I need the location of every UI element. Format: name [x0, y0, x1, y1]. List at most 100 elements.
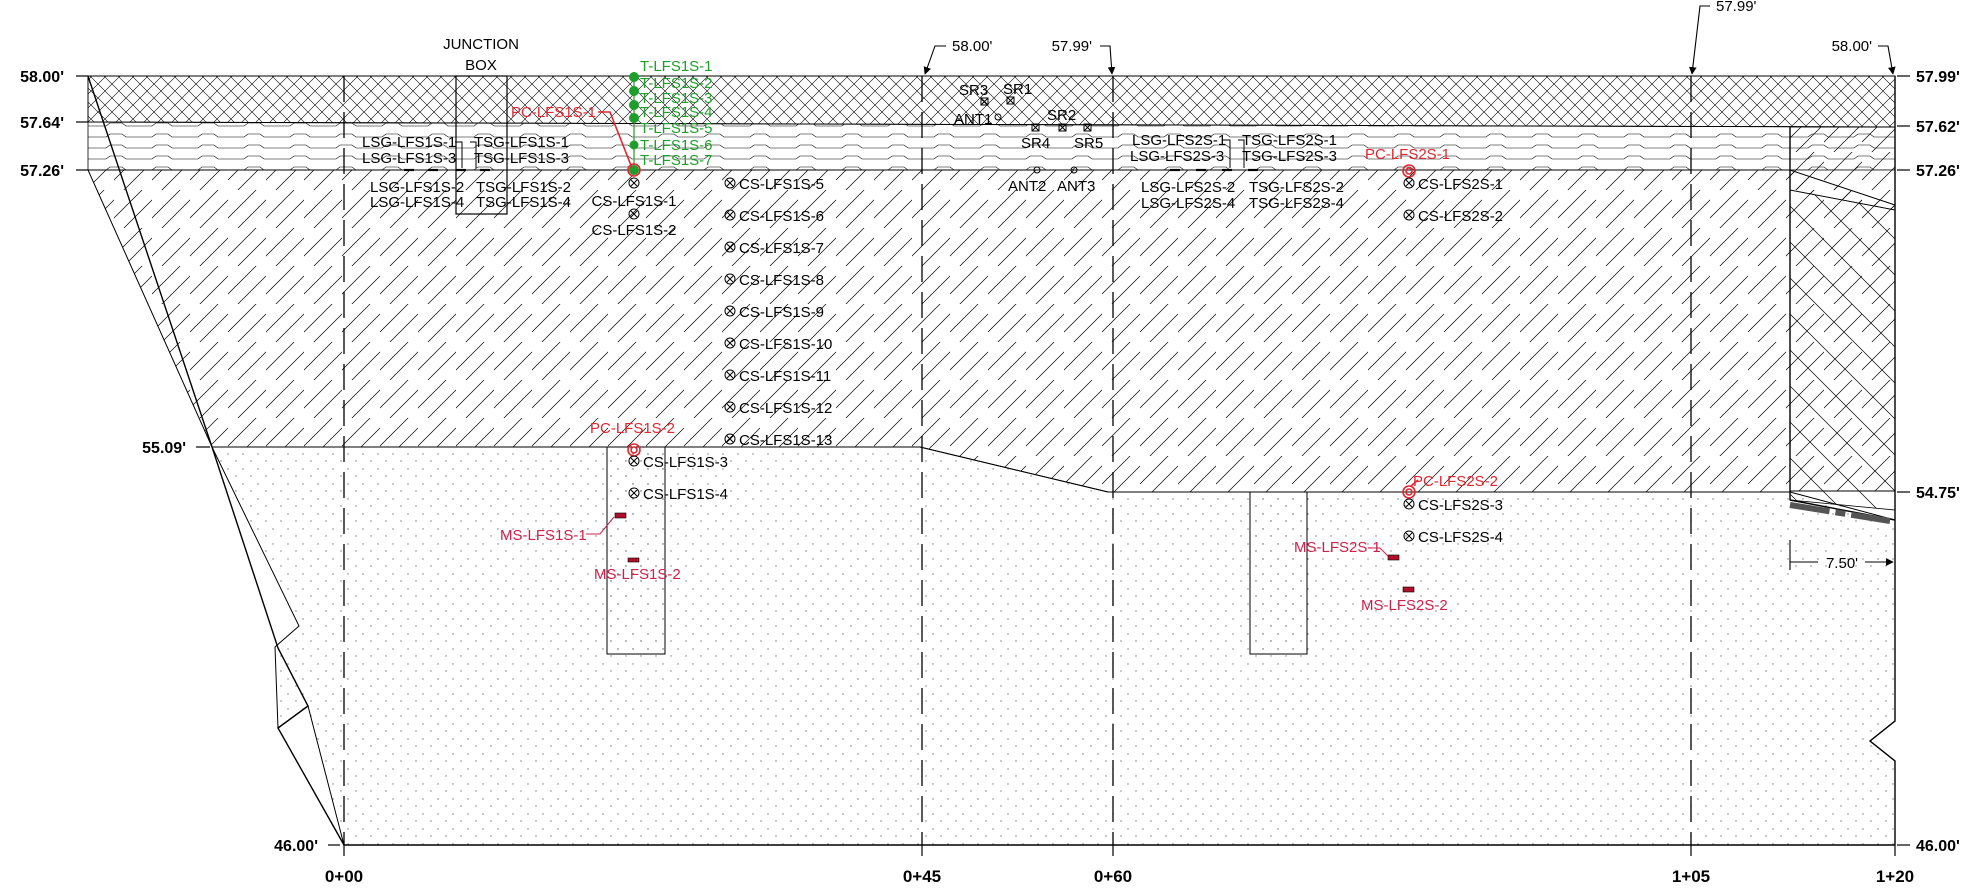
station-0-00: 0+00	[325, 867, 363, 886]
sr4-label: SR4	[1021, 135, 1050, 152]
asphalt-layer	[87, 121, 1896, 171]
top-elev-1-05: 57.99'	[1716, 0, 1757, 15]
station-1-05: 1+05	[1672, 867, 1710, 886]
top-elev-1-20: 58.00'	[1832, 38, 1873, 55]
left-elevations	[76, 75, 340, 846]
left-elev-57-26: 57.26'	[20, 163, 64, 180]
moisture-label-1: MS-LFS1S-1	[500, 527, 587, 544]
cs1-label-4: CS-LFS1S-4	[643, 486, 728, 503]
top-elev-0-60: 57.99'	[1052, 38, 1093, 55]
cs-mid-label-13: CS-LFS1S-13	[739, 432, 832, 449]
left-elev-57-64: 57.64'	[20, 115, 64, 132]
sg2-label-e: LSG-LFS2S-2	[1141, 179, 1235, 196]
sg1-label-f: LSG-LFS1S-4	[370, 194, 464, 211]
thermistor-label-4: T-LFS1S-4	[640, 104, 713, 121]
ant2-label: ANT2	[1008, 178, 1046, 195]
pressure-cells	[598, 111, 1419, 499]
thermistor-label-7: T-LFS1S-7	[640, 152, 713, 169]
sr1-label: SR1	[1003, 81, 1032, 98]
right-elev-46-00: 46.00'	[1916, 838, 1960, 855]
cs1-label-2: CS-LFS1S-2	[591, 222, 676, 239]
pressure-cell-label-2: PC-LFS1S-2	[590, 420, 675, 437]
top-elevation-leaders	[923, 5, 1896, 75]
moisture-label-4: MS-LFS2S-2	[1361, 597, 1448, 614]
cs-mid-label-10: CS-LFS1S-10	[739, 336, 832, 353]
sg2-label-g: TSG-LFS2S-2	[1249, 179, 1344, 196]
sr3-label: SR3	[959, 82, 988, 99]
subgrade-layer	[211, 446, 1896, 846]
cs-mid-label-5: CS-LFS1S-5	[739, 176, 824, 193]
left-elev-55-09: 55.09'	[142, 440, 186, 457]
cs-mid-label-8: CS-LFS1S-8	[739, 272, 824, 289]
right-elev-54-75: 54.75'	[1916, 485, 1960, 502]
sg2-label-a: LSG-LFS2S-1	[1132, 132, 1226, 149]
sr2-label: SR2	[1047, 107, 1076, 124]
trench-1	[606, 446, 666, 655]
sg2-label-h: TSG-LFS2S-4	[1249, 195, 1344, 212]
cs-mid-label-12: CS-LFS1S-12	[739, 400, 832, 417]
cs-markers-1	[628, 177, 640, 499]
cs2-label-1: CS-LFS2S-1	[1418, 176, 1503, 193]
sg1-label-d: TSG-LFS1S-3	[474, 150, 569, 167]
thermistor-label-3: T-LFS1S-3	[640, 90, 713, 107]
cs1-label-1: CS-LFS1S-1	[591, 193, 676, 210]
pressure-cell-label-3: PC-LFS2S-1	[1365, 146, 1450, 163]
moisture-label-3: MS-LFS2S-1	[1294, 539, 1381, 556]
moisture-label-2: MS-LFS1S-2	[594, 566, 681, 583]
cs2-label-4: CS-LFS2S-4	[1418, 529, 1503, 546]
cs2-label-3: CS-LFS2S-3	[1418, 497, 1503, 514]
layer-fill	[87, 75, 1896, 846]
cs1-label-3: CS-LFS1S-3	[643, 454, 728, 471]
cs-mid-label-11: CS-LFS1S-11	[739, 368, 831, 385]
thermistor-label-5: T-LFS1S-5	[640, 120, 713, 137]
sg2-label-b: LSG-LFS2S-3	[1130, 148, 1224, 165]
thermistor-string	[629, 72, 639, 175]
junction-box-label-1: JUNCTION	[443, 36, 519, 53]
thermistor-dot	[629, 113, 639, 123]
thermistor-label-6: T-LFS1S-6	[640, 137, 713, 154]
sg2-label-f: LSG-LFS2S-4	[1141, 195, 1235, 212]
station-0-45: 0+45	[903, 867, 941, 886]
station-gridlines	[343, 76, 1692, 845]
trench-2	[1249, 491, 1308, 655]
right-elevations	[1897, 75, 1910, 846]
cs2-label-2: CS-LFS2S-2	[1418, 208, 1503, 225]
pressure-cell-label-1: PC-LFS1S-1	[511, 104, 596, 121]
base-layer	[87, 169, 1896, 493]
right-drain-line	[1789, 502, 1891, 524]
station-ticks	[343, 845, 1896, 856]
thermistor-dot	[629, 165, 639, 175]
sg2-label-c: TSG-LFS2S-1	[1242, 132, 1337, 149]
sg1-label-h: TSG-LFS1S-4	[476, 194, 571, 211]
sg2-label-d: TSG-LFS2S-3	[1242, 148, 1337, 165]
moisture-sensors	[586, 512, 1415, 593]
ant1-label: ANT1	[954, 111, 992, 128]
cs-mid-label-7: CS-LFS1S-7	[739, 240, 824, 257]
right-elev-57-26: 57.26'	[1916, 163, 1960, 180]
sr5-label: SR5	[1074, 135, 1103, 152]
cs-mid-label-9: CS-LFS1S-9	[739, 304, 824, 321]
right-elev-57-62: 57.62'	[1916, 119, 1960, 136]
top-elev-0-45: 58.00'	[952, 38, 993, 55]
thermistor-dot	[629, 72, 639, 82]
ant3-label: ANT3	[1057, 178, 1095, 195]
station-0-60: 0+60	[1094, 867, 1132, 886]
station-1-20: 1+20	[1876, 867, 1914, 886]
left-elev-58-00: 58.00'	[20, 69, 64, 86]
strain-gauges-1-leaders	[455, 141, 477, 168]
strain-gauges-2-leaders	[1222, 139, 1245, 168]
sg1-label-b: LSG-LFS1S-3	[362, 150, 456, 167]
right-wedge-layer-2	[1789, 189, 1896, 511]
cs-mid-label-6: CS-LFS1S-6	[739, 208, 824, 225]
pressure-cell-label-4: PC-LFS2S-2	[1413, 473, 1498, 490]
thermistor-label-2: T-LFS1S-2	[640, 75, 713, 92]
width-dim-label: 7.50'	[1826, 555, 1858, 572]
sg1-label-c: TSG-LFS1S-1	[474, 134, 569, 151]
left-elev-46-00: 46.00'	[274, 838, 318, 855]
sg1-label-e: LSG-LFS1S-2	[370, 179, 464, 196]
sg1-label-g: TSG-LFS1S-2	[476, 179, 571, 196]
soil-sensors	[980, 96, 1092, 174]
thermistor-dot	[629, 100, 639, 110]
cs-markers-2	[1403, 177, 1415, 542]
